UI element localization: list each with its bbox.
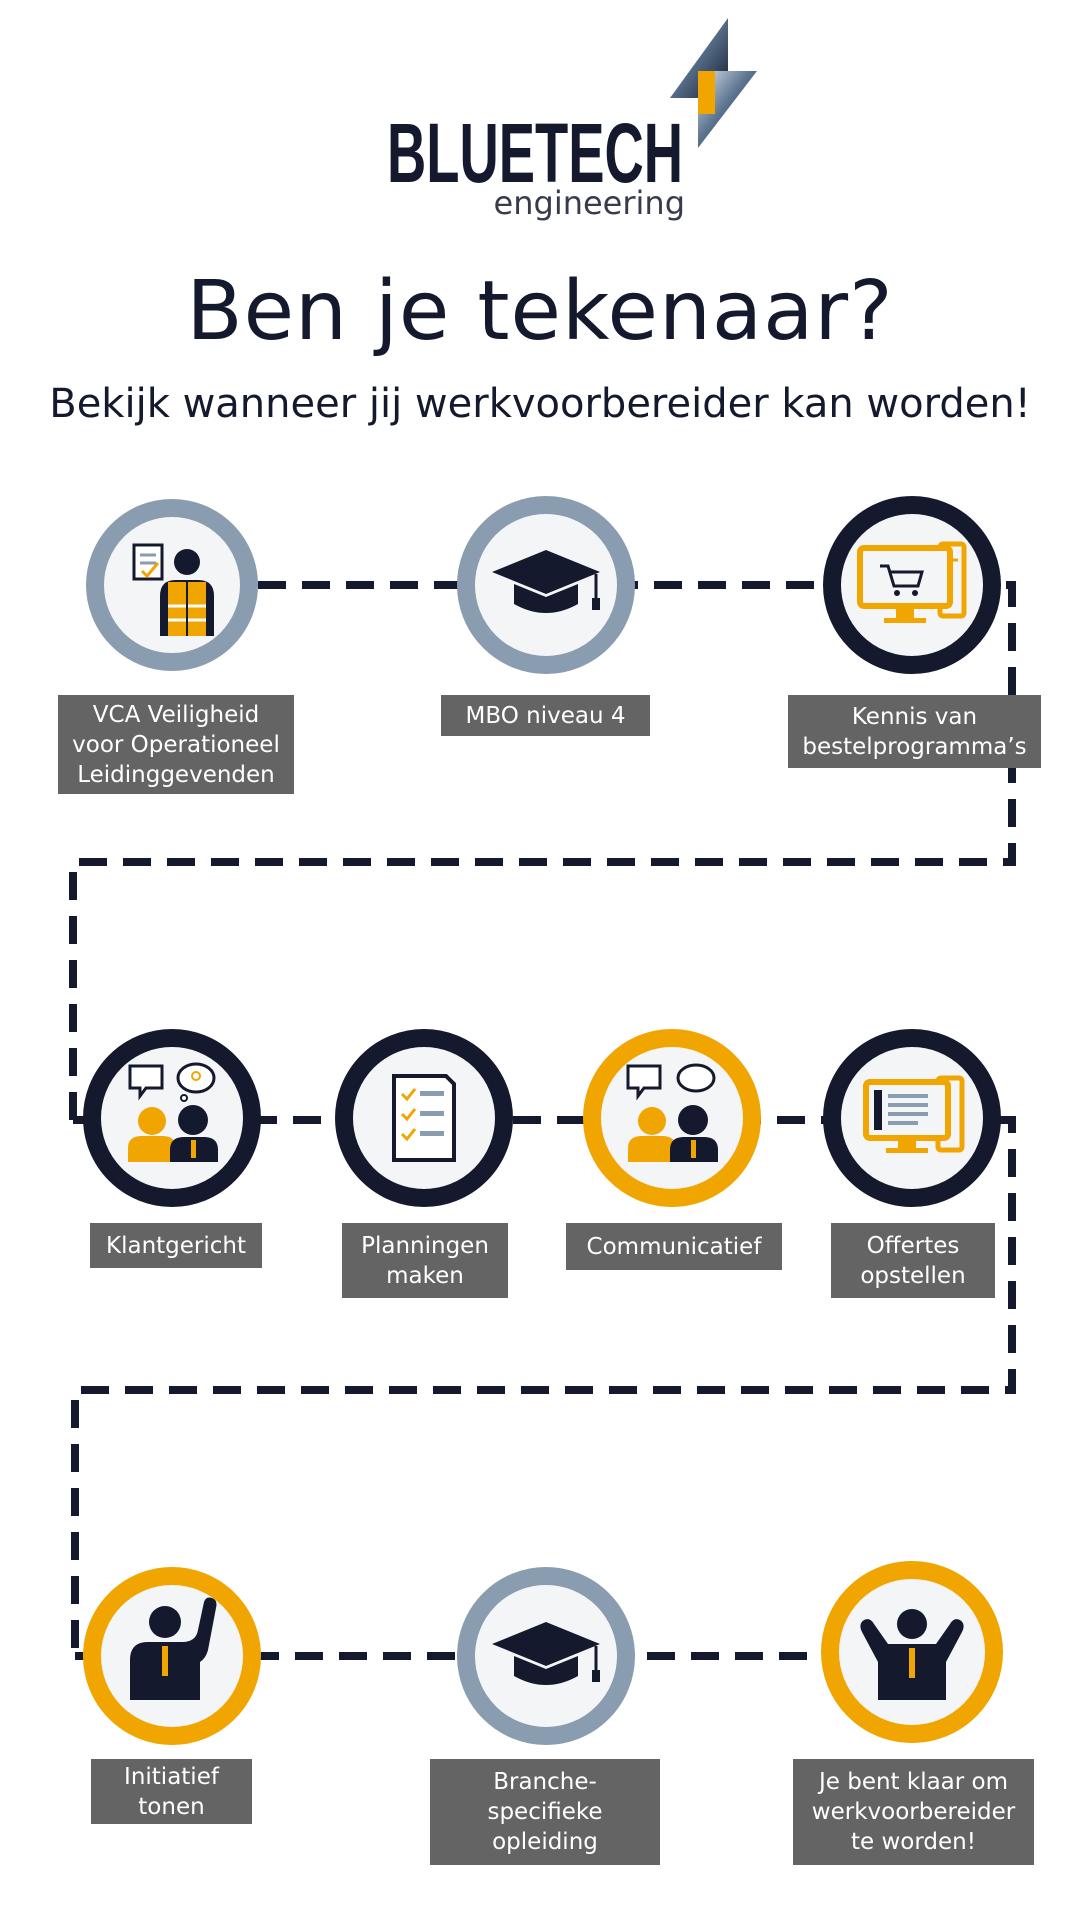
step-label-4: Klantgericht xyxy=(90,1223,262,1268)
step-circle-10 xyxy=(821,1561,1003,1743)
safety-worker-icon xyxy=(132,543,214,636)
computer-document-icon xyxy=(863,1075,965,1153)
speech-bubbles-icon xyxy=(626,1063,718,1162)
customer-conversation-icon xyxy=(128,1062,218,1162)
step-label-6: Communicatief xyxy=(566,1223,782,1270)
step-label-7: Offertes opstellen xyxy=(831,1223,995,1298)
step-circle-9 xyxy=(457,1567,635,1745)
checklist-icon xyxy=(392,1074,456,1162)
bolt-accent-icon xyxy=(698,71,715,114)
step-label-3: Kennis van bestelprogramma’s xyxy=(788,695,1041,768)
step-label-8: Initiatief tonen xyxy=(91,1759,252,1824)
page-subtitle: Bekijk wanneer jij werkvoorbereider kan … xyxy=(49,381,1031,427)
route-row-1 xyxy=(69,581,1016,1120)
bluetech-logo: BLUETECH engineering xyxy=(387,18,757,222)
step-circle-8 xyxy=(83,1567,261,1745)
step-label-2: MBO niveau 4 xyxy=(441,695,650,736)
step-circle-3 xyxy=(823,496,1001,674)
page-title: Ben je tekenaar? xyxy=(186,264,894,359)
graduation-cap-icon-2 xyxy=(492,1622,600,1685)
step-circle-5 xyxy=(335,1029,513,1207)
logo-wordmark: BLUETECH xyxy=(387,106,683,200)
raised-hand-icon xyxy=(130,1597,217,1700)
step-circle-6 xyxy=(583,1029,761,1207)
step-label-10: Je bent klaar om werkvoorbereider te wor… xyxy=(793,1759,1034,1865)
graduation-cap-icon xyxy=(492,550,600,613)
step-circle-2 xyxy=(457,496,635,674)
computer-cart-icon xyxy=(857,541,967,623)
celebrating-person-icon xyxy=(860,1609,964,1700)
step-label-9: Branche- specifieke opleiding xyxy=(430,1759,660,1865)
step-label-1: VCA Veiligheid voor Operationeel Leiding… xyxy=(58,695,294,794)
step-label-5: Planningen maken xyxy=(342,1223,508,1298)
step-circle-1 xyxy=(86,499,258,671)
logo-tagline: engineering xyxy=(494,184,685,222)
step-circle-4 xyxy=(83,1029,261,1207)
step-circle-7 xyxy=(823,1029,1001,1207)
